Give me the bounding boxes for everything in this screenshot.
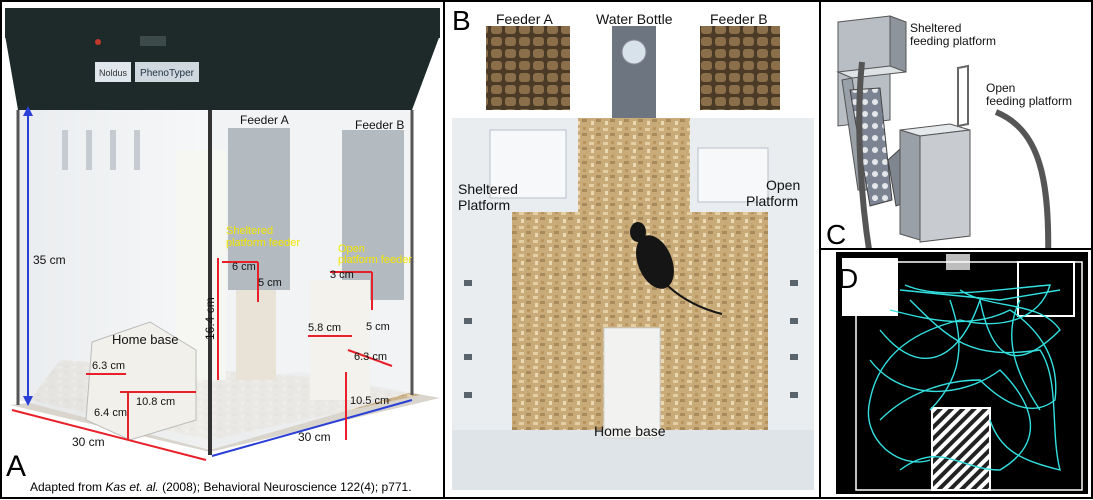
arrow-open bbox=[994, 109, 1052, 263]
sheltered-zone bbox=[842, 258, 898, 316]
sheltered-feeder-label-1: Sheltered bbox=[226, 225, 273, 237]
feeder-a-pellets bbox=[486, 26, 570, 110]
open-feeder-label-2: platform feeder bbox=[338, 254, 412, 266]
sheltered-tower-side bbox=[889, 15, 907, 73]
front-dim-label: 30 cm bbox=[298, 430, 331, 444]
home-base-label: Home base bbox=[594, 423, 666, 439]
roof-led bbox=[95, 39, 101, 45]
feeder-b-label: Feeder B bbox=[710, 11, 768, 27]
feeder-b-pellets bbox=[700, 26, 780, 110]
open-platform bbox=[310, 280, 370, 400]
panel-c: Sheltered feeding platform Open feeding … bbox=[819, 0, 1093, 269]
mouse-head bbox=[630, 222, 646, 242]
sheltered-tower-shelf bbox=[836, 65, 907, 79]
red-dimension-lines bbox=[11, 258, 393, 461]
roof-top bbox=[5, 8, 440, 38]
open-feeder-label-1: Open bbox=[338, 243, 365, 255]
brand-plate-2 bbox=[135, 62, 199, 82]
mouse-body bbox=[636, 235, 674, 289]
home-w-label: 6.3 cm bbox=[92, 360, 125, 372]
panel-d-letter: D bbox=[838, 263, 858, 294]
side-dim-label: 30 cm bbox=[72, 435, 105, 449]
water-bottle-label: Water Bottle bbox=[596, 11, 673, 27]
open-platform-frame bbox=[957, 64, 969, 128]
open-platform-box bbox=[697, 147, 769, 203]
sheltered-platform-label-2: Platform bbox=[458, 197, 510, 213]
height-arrow-top bbox=[23, 106, 33, 116]
panel-c-letter: C bbox=[826, 219, 846, 250]
open-tower-front bbox=[919, 129, 971, 243]
open-plat-label: 5.8 cm bbox=[308, 322, 341, 334]
open-tower-left bbox=[899, 129, 921, 241]
panel-b-letter: B bbox=[452, 5, 471, 36]
wall-slots bbox=[62, 130, 140, 170]
home-d-label: 10.8 cm bbox=[136, 396, 175, 408]
wall-clips bbox=[464, 280, 798, 398]
sheltered-w-label: 6 cm bbox=[232, 261, 256, 273]
trajectory bbox=[867, 284, 1061, 471]
open-plat-h-label: 10.5 cm bbox=[350, 395, 389, 407]
brand-phenotyper: PhenoTyper bbox=[140, 68, 195, 79]
bedding-top bbox=[578, 118, 690, 218]
citation: Adapted from Kas et. al. (2008); Behavio… bbox=[30, 480, 412, 494]
panel-d: D bbox=[819, 248, 1093, 499]
open-feeding-label-2: feeding platform bbox=[986, 94, 1072, 108]
water-bottle-cap bbox=[621, 39, 647, 65]
open-feeding-label-1: Open bbox=[986, 81, 1015, 95]
feeder-a-label: Feeder A bbox=[496, 11, 553, 27]
feeder-b-label: Feeder B bbox=[355, 118, 404, 132]
ladder bbox=[236, 290, 276, 380]
open-w-label: 3 cm bbox=[330, 269, 354, 281]
roof-port bbox=[140, 36, 166, 46]
cage-front-floor bbox=[452, 430, 814, 490]
home-base-zone bbox=[931, 407, 991, 491]
height-dim-label: 35 cm bbox=[33, 253, 66, 267]
feeder-a-label: Feeder A bbox=[240, 113, 289, 127]
panel-b: B Feeder A Water Bottle Feeder B Shelter… bbox=[443, 0, 821, 499]
sheltered-feeding-label-1: Sheltered bbox=[910, 21, 961, 35]
home-h-label: 6.4 cm bbox=[94, 407, 127, 419]
open-plat-d-label: 6.3 cm bbox=[354, 351, 387, 363]
front-dim-line bbox=[211, 399, 413, 457]
brand-noldus: Noldus bbox=[99, 68, 128, 78]
panel-a-letter: A bbox=[6, 450, 26, 483]
home-base-label: Home base bbox=[112, 332, 178, 347]
brand-plate-1 bbox=[95, 62, 131, 82]
pole-dim-label: 16.4 cm bbox=[203, 297, 217, 340]
sheltered-feeder-label-2: platform feeder bbox=[226, 237, 300, 249]
open-platform-label-2: Platform bbox=[746, 193, 798, 209]
open-platform-label-1: Open bbox=[766, 177, 800, 193]
sheltered-platform-box bbox=[489, 129, 567, 199]
sheltered-feeding-label-2: feeding platform bbox=[910, 34, 996, 48]
open-h-label: 5 cm bbox=[366, 321, 390, 333]
home-base-box bbox=[85, 321, 197, 441]
mouse-tail bbox=[667, 285, 723, 315]
panel-a: Noldus PhenoTyper Feeder A Feeder B Shel… bbox=[0, 0, 445, 499]
arena-border bbox=[855, 261, 1083, 491]
sheltered-platform-label-1: Sheltered bbox=[458, 181, 518, 197]
sheltered-h-label: 5 cm bbox=[258, 277, 282, 289]
arrow-sheltered bbox=[856, 61, 875, 269]
height-arrow-bottom bbox=[23, 396, 33, 406]
home-base-box bbox=[603, 327, 661, 439]
